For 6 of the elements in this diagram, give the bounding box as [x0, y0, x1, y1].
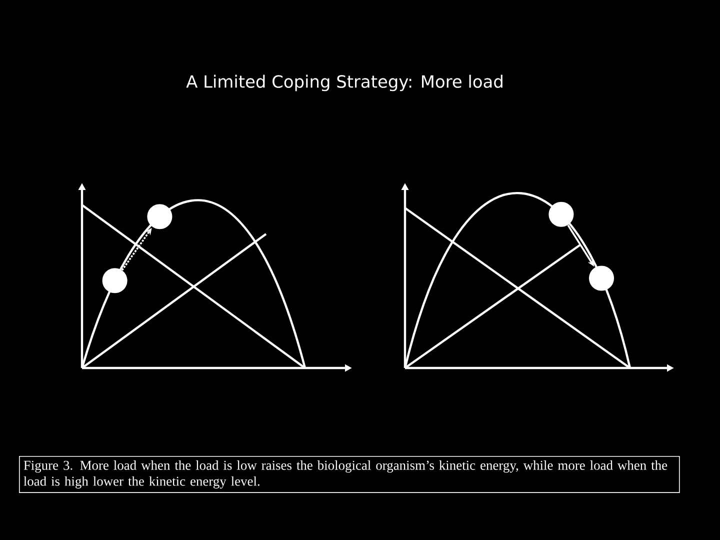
title: A Limited Coping Strategy: More load	[186, 74, 502, 92]
ball	[147, 204, 172, 230]
ball	[102, 268, 128, 294]
caption-box: Figure 3. More load when the load is low raises the biological organism’s kinetic energy, while more load when the load is high lower the kinetic energy level.	[19, 456, 680, 493]
ball	[548, 202, 574, 227]
ball	[589, 266, 614, 291]
